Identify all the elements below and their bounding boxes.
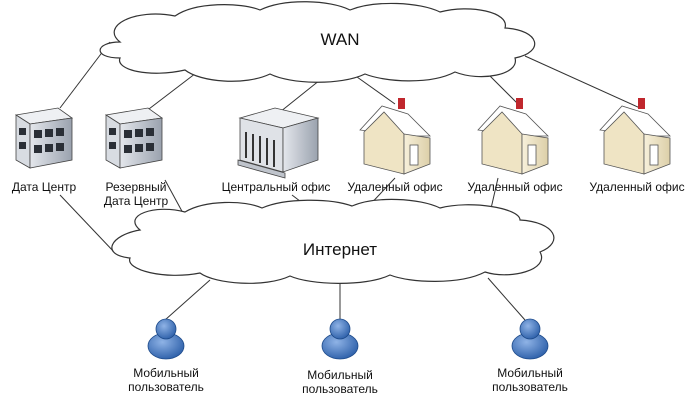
mobile-user-2-label-line1: Мобильный bbox=[307, 368, 373, 382]
backup-datacenter-label-line2: Дата Центр bbox=[103, 194, 169, 208]
internet-cloud bbox=[111, 198, 555, 284]
connection-lines bbox=[59, 41, 641, 321]
remote-office-1-icon bbox=[359, 98, 431, 175]
remote-office-2-label: Удаленный офис bbox=[467, 180, 563, 194]
remote-office-1-label: Удаленный офис bbox=[347, 180, 443, 194]
mobile-user-1-icon bbox=[147, 318, 185, 360]
wan-cloud bbox=[99, 1, 536, 83]
wan-label: WAN bbox=[320, 30, 360, 49]
backup-datacenter-icon bbox=[104, 107, 164, 169]
remote-office-3-icon bbox=[599, 98, 671, 175]
central-office-icon bbox=[237, 107, 320, 179]
remote-office-2-icon bbox=[477, 98, 549, 175]
central-office-label: Центральный офис bbox=[221, 180, 331, 194]
remote-office-3-label: Удаленный офис bbox=[589, 180, 685, 194]
mobile-user-1-label-line2: пользователь bbox=[128, 380, 204, 394]
mobile-user-1-label-line1: Мобильный bbox=[133, 366, 199, 380]
datacenter-label: Дата Центр bbox=[11, 180, 77, 194]
mobile-user-3-icon bbox=[511, 318, 549, 360]
internet-label: Интернет bbox=[302, 240, 378, 259]
mobile-user-3-label-line2: пользователь bbox=[492, 380, 568, 394]
backup-datacenter-label-line1: Резервный bbox=[105, 180, 167, 194]
mobile-user-3-label-line1: Мобильный bbox=[497, 366, 563, 380]
mobile-user-2-icon bbox=[321, 318, 359, 360]
mobile-user-2-label-line2: пользователь bbox=[302, 382, 378, 396]
datacenter-icon bbox=[14, 107, 74, 169]
